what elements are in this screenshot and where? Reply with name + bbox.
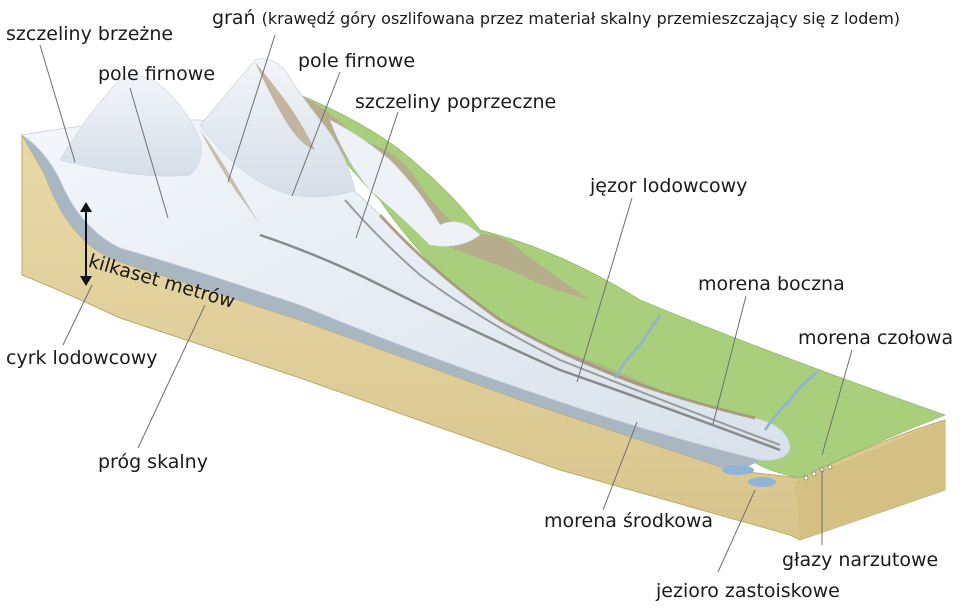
bedrock-right-face <box>795 420 945 540</box>
label-morena-boczna: morena boczna <box>698 273 845 295</box>
label-jezor-lodowcowy: jęzor lodowcowy <box>590 175 748 197</box>
label-prog-skalny: próg skalny <box>98 451 208 473</box>
label-morena-srodkowa: morena środkowa <box>544 510 714 532</box>
proglacial-lake-2 <box>748 477 776 487</box>
label-glazy-narzutowe: głazy narzutowe <box>782 549 939 571</box>
stream-2 <box>763 369 821 431</box>
label-cyrk-lodowcowy: cyrk lodowcowy <box>6 347 158 369</box>
center-peak-rock <box>255 62 315 150</box>
center-snow-peak <box>199 58 356 198</box>
thickness-arrow <box>80 202 92 286</box>
medial-moraine-1 <box>259 233 781 452</box>
label-szczeliny-poprzeczne: szczeliny poprzeczne <box>355 91 557 113</box>
label-jezioro-zastoiskowe: jezioro zastoiskowe <box>656 580 840 602</box>
label-szczeliny-brzezne: szczeliny brzeżne <box>6 23 174 45</box>
label-gran-term: grań <box>212 7 256 29</box>
ridge-arete <box>200 130 260 225</box>
stream-1 <box>613 314 662 379</box>
label-pole-firnowe-1: pole firnowe <box>98 63 216 85</box>
right-snow-ridge <box>329 119 481 247</box>
left-snow-peak <box>59 75 202 177</box>
proglacial-lake-1 <box>722 465 754 475</box>
leader-lines <box>39 34 853 573</box>
label-pole-firnowe-2: pole firnowe <box>298 50 416 72</box>
label-gran: grań (krawędź góry oszlifowana przez mat… <box>212 7 900 30</box>
medial-moraine-2 <box>344 199 781 446</box>
label-gran-note: (krawędź góry oszlifowana przez materiał… <box>261 9 901 28</box>
lateral-moraine <box>378 213 756 420</box>
label-morena-czolowa: morena czołowa <box>798 327 954 349</box>
